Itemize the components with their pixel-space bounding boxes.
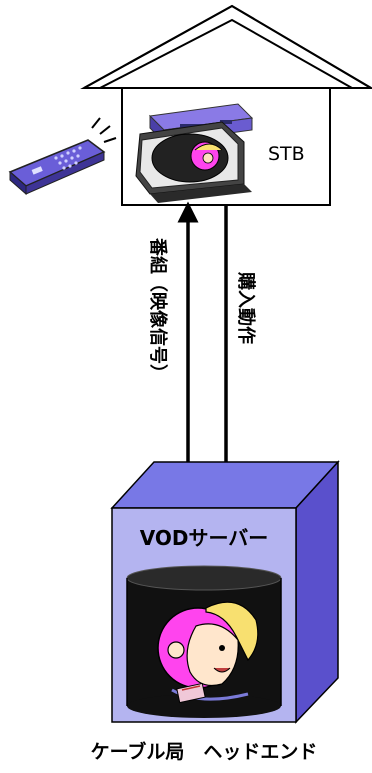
tv-character-icon: [190, 141, 223, 171]
house-roof-outline: [83, 4, 372, 89]
purchase-action-label: 購入動作: [235, 271, 257, 344]
tv-set: [135, 121, 252, 203]
remote-control-icon: [8, 139, 106, 196]
program-signal-label: 番組（映像信号）: [147, 237, 169, 382]
signal-lines-icon: [91, 117, 117, 143]
footer-caption: ケーブル局 ヘッドエンド: [91, 740, 318, 763]
vod-server-label: VODサーバー: [140, 526, 269, 550]
stb-label: STB: [268, 143, 305, 165]
house-roof: [80, 4, 372, 89]
server-character-icon: [157, 601, 259, 704]
server-side-face: [295, 460, 339, 724]
vod-server: VODサーバー: [110, 460, 340, 724]
